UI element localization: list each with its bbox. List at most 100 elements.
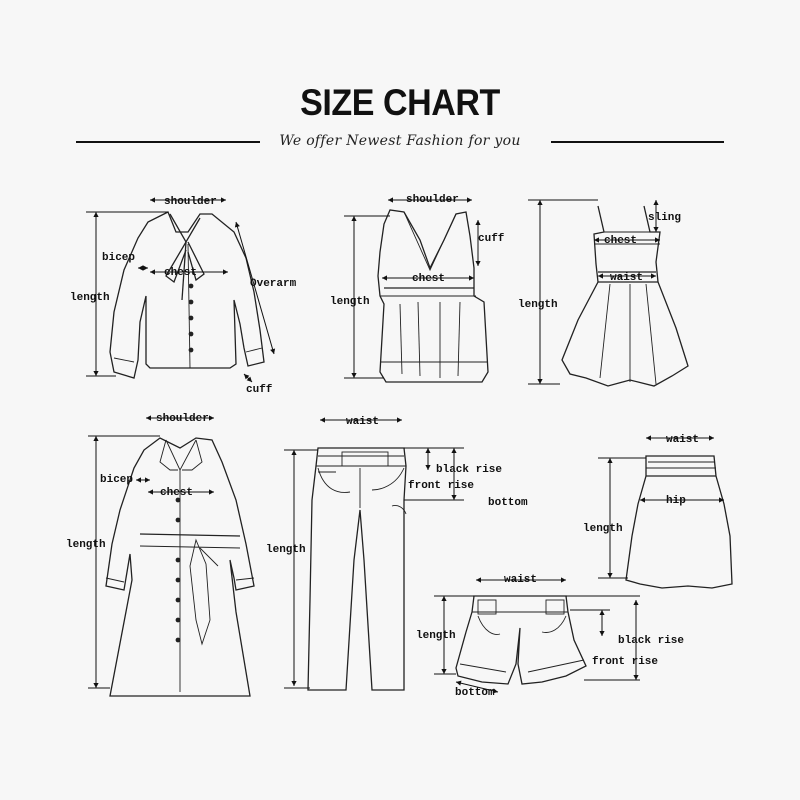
- shorts-bottom-arrow-head: [456, 680, 462, 686]
- skirt-drawing: [625, 455, 733, 589]
- shirt-shoulder-arrow-head: [150, 197, 155, 203]
- pants-length-arrow-head: [291, 681, 297, 686]
- shorts-waist-arrow-head: [561, 577, 566, 583]
- shorts-black-rise-arrow-head: [599, 631, 605, 636]
- shorts-length-arrow-head: [441, 596, 447, 601]
- shirt-bicep-label: bicep: [102, 252, 135, 264]
- vest-cuff-arrow-head: [475, 220, 481, 225]
- shirt-drawing: [109, 211, 265, 379]
- shirt-chest-arrow-head: [223, 269, 228, 275]
- dress-length-label: length: [518, 299, 558, 311]
- coat-shoulder-arrow-head: [146, 415, 151, 421]
- dress-chest-arrow-head: [594, 237, 599, 243]
- pants-front-rise-arrow-head: [451, 495, 457, 500]
- page-subtitle: We offer Newest Fashion for you: [279, 133, 521, 149]
- shorts-waist-label: waist: [504, 574, 537, 586]
- shirt-overarm-label: Overarm: [250, 278, 297, 290]
- coat-bicep-label: bicep: [100, 474, 133, 486]
- dress-waist-label: waist: [610, 272, 643, 284]
- skirt-length-label: length: [583, 523, 623, 535]
- vest-length-arrow-head: [351, 373, 357, 378]
- shirt-chest-label: chest: [164, 267, 197, 279]
- vest-drawing: [377, 209, 489, 383]
- vest-shoulder-arrow-head: [467, 197, 472, 203]
- dress-sling-arrow-head: [653, 200, 659, 205]
- dress-length-arrow-head: [537, 200, 543, 205]
- shirt-overarm-arrow-head: [234, 222, 240, 228]
- pants-black-rise-arrow-head: [425, 465, 431, 470]
- dress-waist-arrow-head: [598, 273, 603, 279]
- skirt-waist-arrow-head: [709, 435, 714, 441]
- vest-shoulder-label: shoulder: [406, 194, 459, 206]
- shirt-shoulder-arrow-head: [221, 197, 226, 203]
- shorts-drawing: [455, 595, 587, 685]
- shirt-bicep-arrow-head: [138, 265, 143, 271]
- pants-length-label: length: [266, 544, 306, 556]
- shorts-black-rise-arrow-head: [599, 610, 605, 615]
- pants-waist-label: waist: [346, 416, 379, 428]
- dress-length-arrow-head: [537, 379, 543, 384]
- shirt-length-arrow-head: [93, 212, 99, 217]
- vest-shoulder-arrow-head: [388, 197, 393, 203]
- shirt-overarm-arrow-head: [270, 348, 276, 354]
- shirt-length-label: length: [70, 292, 110, 304]
- shirt-cuff-arrow-head: [244, 374, 250, 380]
- pants-length-arrow-head: [291, 450, 297, 455]
- coat-length-arrow-head: [93, 436, 99, 441]
- shorts-length-label: length: [416, 630, 456, 642]
- pants-bottom-label: bottom: [488, 497, 528, 509]
- shorts-front-rise-label: front rise: [592, 656, 658, 668]
- coat-shoulder-arrow-head: [209, 415, 214, 421]
- dress-sling-arrow-head: [653, 227, 659, 232]
- skirt-hip-arrow-head: [719, 497, 724, 503]
- shorts-bottom-arrow: [455, 681, 499, 693]
- coat-chest-arrow-head: [148, 489, 153, 495]
- coat-chest-label: chest: [160, 487, 193, 499]
- shirt-length-arrow-head: [93, 371, 99, 376]
- shorts-waist-arrow-head: [476, 577, 481, 583]
- skirt-waist-label: waist: [666, 434, 699, 446]
- dress-drawing: [561, 205, 689, 387]
- dress-chest-arrow-head: [655, 237, 660, 243]
- pants-waist-arrow-head: [397, 417, 402, 423]
- shorts-bottom-arrow-head: [492, 688, 498, 694]
- skirt-hip-arrow-head: [640, 497, 645, 503]
- pants-front-rise-label: front rise: [408, 480, 474, 492]
- shorts-front-rise-arrow-head: [633, 600, 639, 605]
- vest-chest-arrow-head: [469, 275, 474, 281]
- pants-front-rise-arrow-head: [451, 448, 457, 453]
- title-rule-left: [76, 141, 260, 143]
- shorts-front-rise-arrow-head: [633, 675, 639, 680]
- dress-waist-arrow-head: [651, 273, 656, 279]
- shorts-black-rise-label: black rise: [618, 635, 684, 647]
- shorts-length-arrow-head: [441, 669, 447, 674]
- vest-length-label: length: [330, 296, 370, 308]
- vest-chest-arrow-head: [382, 275, 387, 281]
- coat-bicep-arrow-head: [136, 477, 141, 483]
- dress-sling-label: sling: [648, 212, 681, 224]
- skirt-length-arrow-head: [607, 458, 613, 463]
- shirt-cuff-arrow-head: [246, 376, 252, 382]
- coat-bicep-arrow-head: [145, 477, 150, 483]
- pants-waist-arrow-head: [320, 417, 325, 423]
- skirt-length-arrow-head: [607, 573, 613, 578]
- pants-black-rise-label: black rise: [436, 464, 502, 476]
- vest-length-arrow-head: [351, 216, 357, 221]
- shirt-shoulder-label: shoulder: [164, 196, 217, 208]
- shirt-cuff-label: cuff: [246, 384, 273, 396]
- shorts-bottom-label: bottom: [455, 687, 495, 699]
- coat-drawing: [105, 437, 255, 697]
- vest-cuff-arrow-head: [475, 261, 481, 266]
- shirt-overarm-arrow: [235, 221, 275, 355]
- page-title: SIZE CHART: [300, 82, 500, 123]
- skirt-hip-label: hip: [666, 495, 686, 507]
- title-rule-right: [551, 141, 724, 143]
- measurement-lines: [86, 197, 724, 694]
- pants-black-rise-arrow-head: [425, 448, 431, 453]
- dress-chest-label: chest: [604, 235, 637, 247]
- coat-length-label: length: [66, 539, 106, 551]
- vest-chest-label: chest: [412, 273, 445, 285]
- shirt-bicep-arrow-head: [143, 265, 148, 271]
